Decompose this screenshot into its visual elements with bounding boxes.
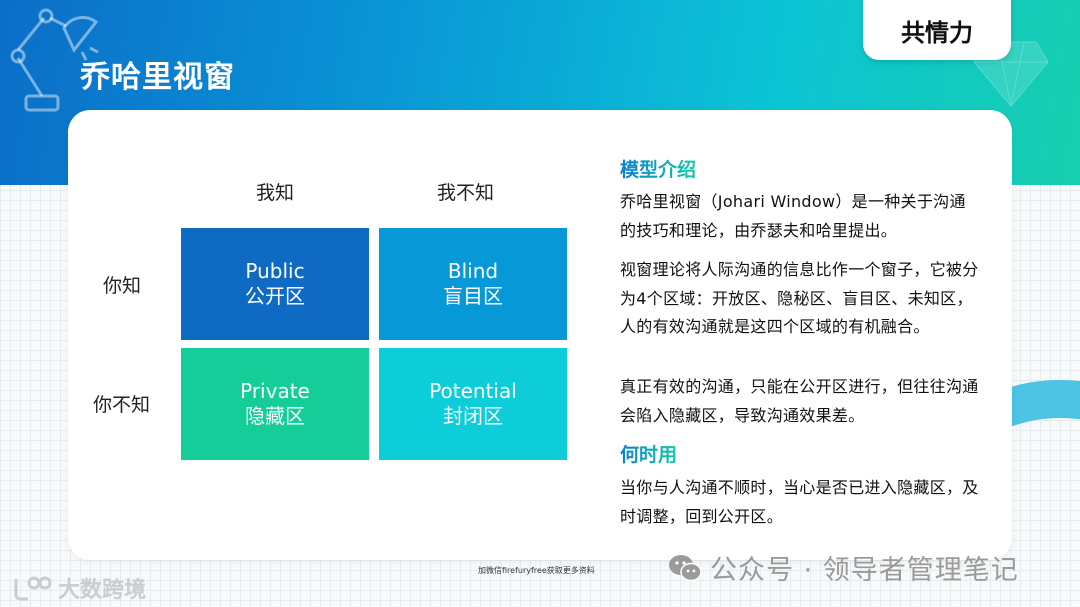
when-to-use-paragraph: 当你与人沟通不顺时，当心是否已进入隐藏区，及时调整，回到公开区。 [620,478,979,526]
page-title: 乔哈里视窗 [80,60,235,95]
watermark-logo-text: 大数跨境 [58,578,147,603]
quadrant-en-label: Public [245,259,305,283]
quadrant-zh-label: 盲目区 [443,284,503,308]
quadrant-en-label: Blind [447,259,499,283]
row-header-you-dont-know: 你不知 [93,394,151,416]
watermark-note: 加微信firefuryfree获取更多资料 [478,566,595,575]
quadrant-zh-label: 隐藏区 [245,404,305,428]
intro-paragraph-3: 真正有效的沟通，只能在公开区进行，但往往沟通会陷入隐藏区，导致沟通效果差。 [620,377,979,425]
topic-tag: 共情力 [863,0,1011,60]
watermark-account-text: 公众号 · 领导者管理笔记 [710,555,1019,586]
quadrant-en-label: Potential [429,379,517,403]
column-header-i-dont-know: 我不知 [437,182,495,204]
when-to-use-title: 何时用 [620,440,677,467]
quadrant-public: Public 公开区 [181,228,369,340]
intro-paragraph-1: 乔哈里视窗（Johari Window）是一种关于沟通的技巧和理论，由乔瑟夫和哈… [620,192,966,240]
quadrant-zh-label: 封闭区 [443,404,503,428]
quadrant-en-label: Private [240,379,310,403]
quadrant-zh-label: 公开区 [245,284,305,308]
row-header-you-know: 你知 [103,275,142,297]
intro-title: 模型介绍 [620,155,696,182]
quadrant-blind: Blind 盲目区 [379,228,567,340]
intro-paragraph-2: 视窗理论将人际沟通的信息比作一个窗子，它被分为4个区域：开放区、隐秘区、盲目区、… [620,260,979,336]
wechat-icon [669,554,702,581]
quadrant-private: Private 隐藏区 [181,348,369,460]
logo-icon [14,576,52,601]
desk-lamp-icon [10,8,99,112]
watermark-logo: 大数跨境 [12,572,146,604]
quadrant-potential: Potential 封闭区 [379,348,567,460]
column-header-i-know: 我知 [256,182,295,204]
watermark-account: 公众号 · 领导者管理笔记 [668,548,1019,587]
